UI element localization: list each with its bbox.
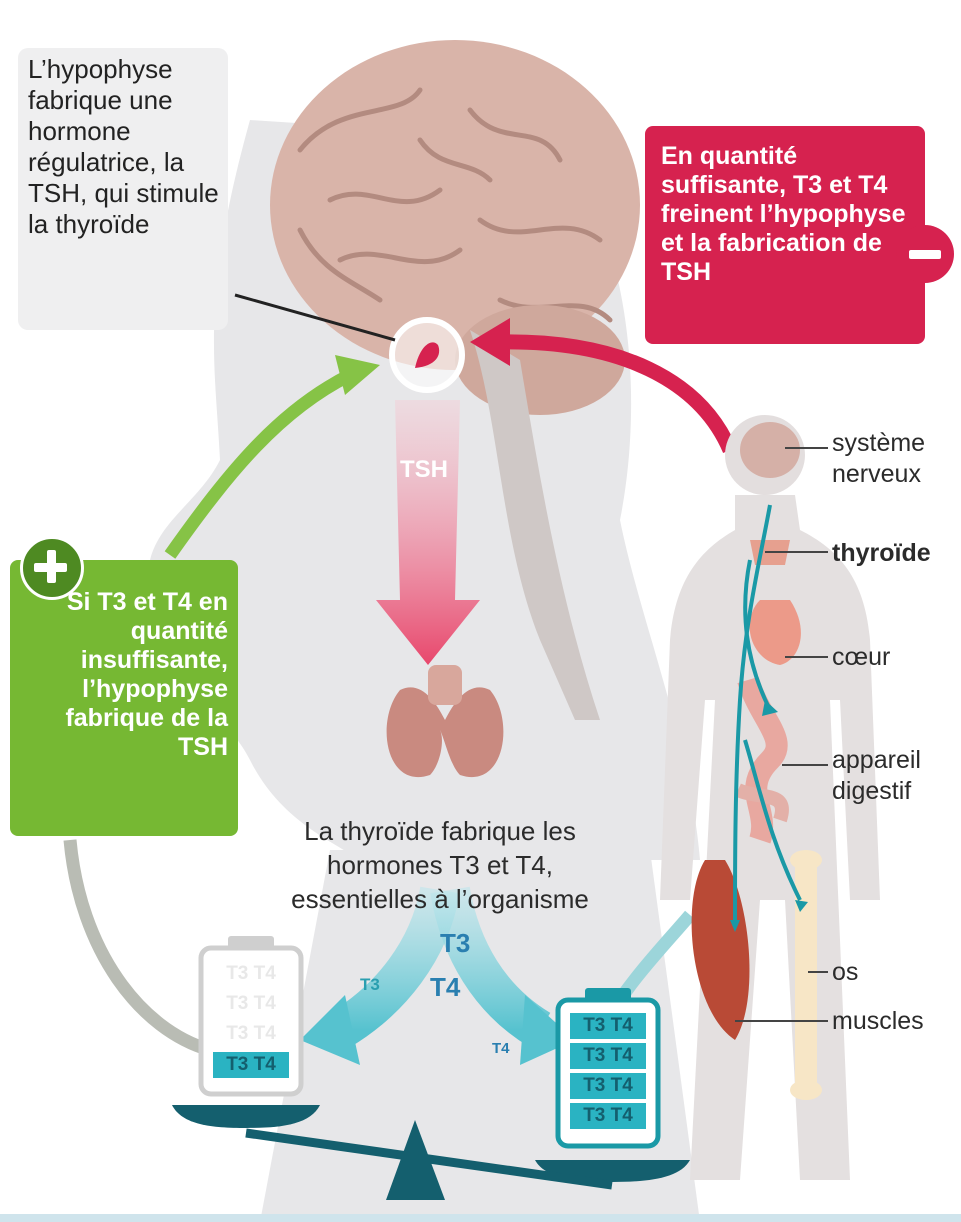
battery-full-cell-4: T3 T4 <box>570 1103 646 1129</box>
label-digestive-system: appareil digestif <box>832 745 952 808</box>
battery-full-cell-1: T3 T4 <box>570 1013 646 1039</box>
hormone-t3-marker: T3 <box>440 928 470 960</box>
battery-full-cell-2: T3 T4 <box>570 1043 646 1069</box>
hypophyse-textbox: L’hypophyse fabrique une hormone régulat… <box>18 48 228 330</box>
tsh-arrow-label: TSH <box>400 455 448 484</box>
battery-full-cell-3: T3 T4 <box>570 1073 646 1099</box>
minus-icon <box>896 225 954 283</box>
footer-band <box>0 1214 961 1222</box>
feedback-stimulate-textbox: Si T3 et T4 en quantité insuffisante, l’… <box>10 560 238 836</box>
battery-low-cell-4: T3 T4 <box>213 1052 289 1078</box>
hormone-t4-marker: T4 <box>430 972 460 1004</box>
battery-low-cells: T3 T4 T3 T4 T3 T4 T3 T4 <box>213 962 289 1078</box>
battery-low-cell-1: T3 T4 <box>213 962 289 992</box>
feedback-inhibit-textbox: En quantité suffisante, T3 et T4 freinen… <box>645 126 925 344</box>
label-heart: cœur <box>832 642 890 673</box>
battery-low-cell-2: T3 T4 <box>213 992 289 1022</box>
label-thyroid: thyroïde <box>832 538 931 569</box>
battery-low-cell-3: T3 T4 <box>213 1022 289 1052</box>
label-bone: os <box>832 957 858 988</box>
plus-icon <box>20 536 84 600</box>
hormone-t4-small-marker: T4 <box>492 1040 510 1058</box>
grey-return-arc <box>70 840 210 1050</box>
label-muscles: muscles <box>832 1006 924 1037</box>
battery-full-cells: T3 T4 T3 T4 T3 T4 T3 T4 <box>570 1013 646 1129</box>
label-nervous-system: système nerveux <box>832 428 952 491</box>
hormone-t3-small-marker: T3 <box>360 975 380 996</box>
thyroid-caption: La thyroïde fabrique les hormones T3 et … <box>270 815 610 916</box>
